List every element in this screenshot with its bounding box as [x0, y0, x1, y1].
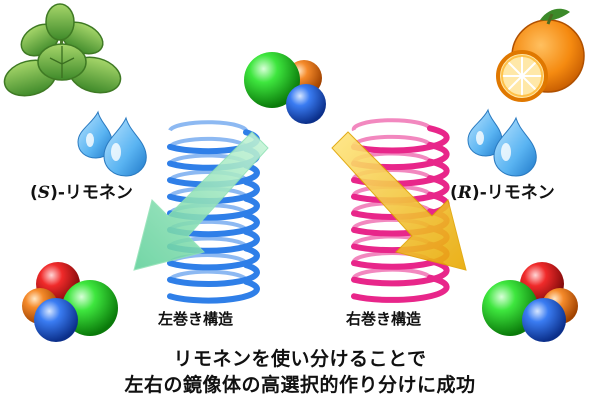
limonene-name: -リモネン [57, 183, 133, 203]
coil-front-loop [167, 162, 260, 188]
coil-back-loop [351, 118, 432, 132]
coil-front-loop [167, 262, 260, 287]
right-droplets-icon [467, 108, 537, 177]
paren-close: ) [471, 183, 480, 203]
left-arrow [133, 131, 269, 271]
coil-front-loop [167, 245, 260, 271]
coil-front-loop [167, 278, 260, 304]
paren-open: ( [30, 183, 38, 203]
caption-line-2: 左右の鏡像体の高選択的作り分けに成功 [124, 374, 476, 396]
paren-close: ) [50, 183, 58, 203]
coil-back-loop [168, 269, 249, 283]
orange-fruit-icon [496, 8, 585, 102]
r-limonene-label: (R)-リモネン [450, 178, 555, 203]
left-droplets-icon [77, 110, 147, 177]
coil-back-loop [351, 168, 432, 181]
s-limonene-label: (S)-リモネン [30, 178, 133, 203]
left-coil-label: 左巻き構造 [158, 310, 234, 328]
coil-front-loop [351, 274, 450, 303]
coil-back-loop [351, 134, 432, 148]
paren-open: ( [450, 183, 458, 203]
bottom-right-molecule-icon [482, 262, 578, 342]
right-arrow [331, 131, 467, 271]
mint-leaves-icon [3, 3, 122, 97]
limonene-name: -リモネン [479, 183, 555, 203]
s-config-letter: S [37, 183, 51, 203]
caption-line-1: リモネンを使い分けることで [173, 348, 427, 370]
top-molecule-icon [244, 52, 326, 124]
coil-back-loop [351, 267, 432, 281]
r-config-letter: R [457, 183, 472, 203]
coil-back-loop [168, 120, 249, 134]
right-coil-label: 右巻き構造 [346, 310, 422, 328]
bottom-left-molecule-icon [22, 262, 118, 342]
